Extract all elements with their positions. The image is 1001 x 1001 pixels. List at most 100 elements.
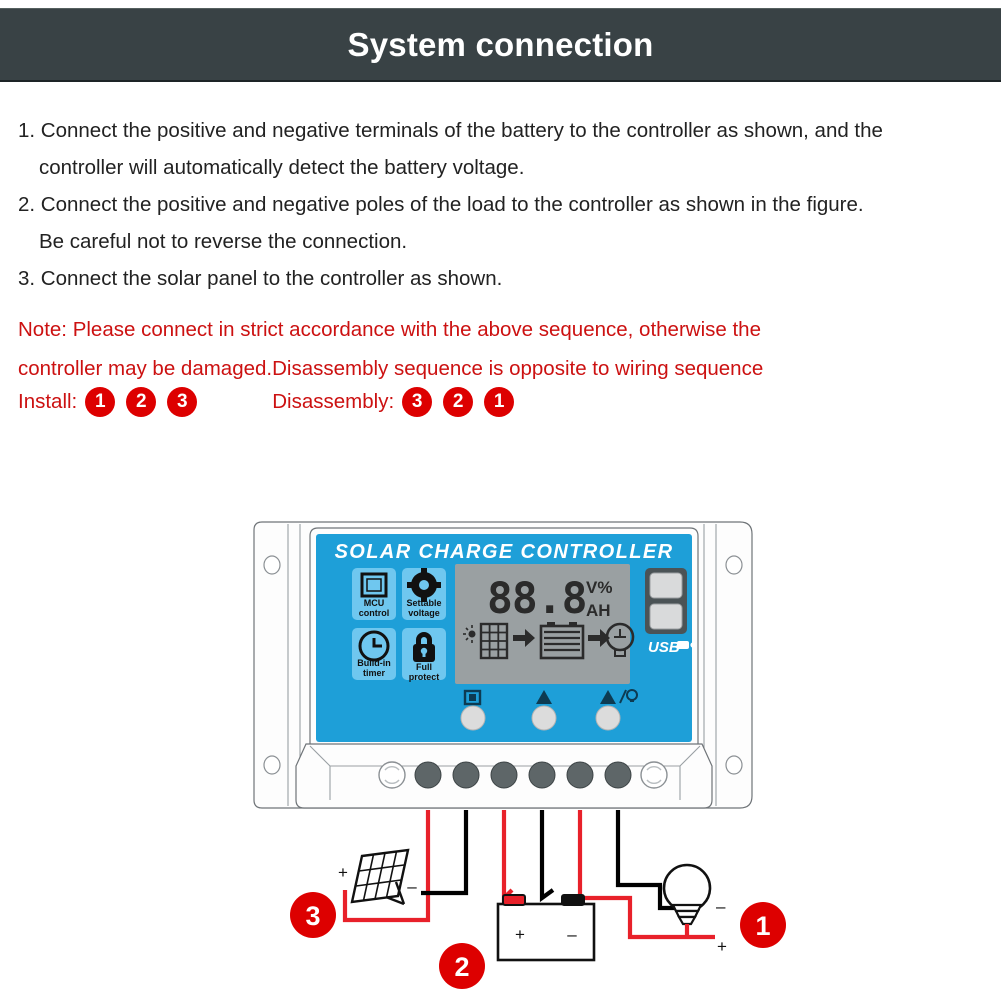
install-badge-2: 2 [126, 387, 157, 417]
feature-badge-mcu-control: MCU control [352, 568, 396, 620]
screw-hole-top-left [263, 555, 281, 575]
light-button-cap[interactable] [595, 705, 621, 731]
lcd-digits: 88.8 [487, 574, 587, 624]
instruction-line-4: Be careful not to reverse the connection… [39, 230, 408, 253]
gear-icon [407, 568, 441, 602]
note-line-2: controller may be damaged.Disassembly se… [18, 357, 764, 380]
sequence-row: Install: 1 2 3 Disassembly: 3 2 1 [18, 382, 525, 422]
terminal-4[interactable] [528, 761, 556, 789]
feature-badges: MCU control Settable voltage Bui [352, 568, 446, 682]
disassembly-badges: 3 2 1 [402, 387, 525, 417]
feature-label-timer-2: timer [363, 668, 386, 678]
disassembly-label: Disassembly: [272, 390, 395, 413]
wire-battery-positive [501, 810, 514, 904]
system-connection-diagram: .outline { fill:#fdfdfd; stroke:#6f7478;… [0, 500, 1001, 1001]
disassembly-badge-1: 3 [402, 387, 433, 417]
install-badge-1: 1 [85, 387, 116, 417]
terminal-3[interactable] [490, 761, 518, 789]
feature-label-voltage-2: voltage [408, 608, 440, 618]
battery-minus-sign: – [567, 925, 577, 944]
screw-hole-bottom-right [725, 755, 743, 775]
lcd-solar-panel-icon [463, 622, 509, 660]
feature-badge-full-protect: Full protect [402, 628, 446, 682]
feature-badge-buildin-timer: Build-in timer [352, 628, 396, 680]
feature-badge-settable-voltage: Settable voltage [402, 568, 446, 620]
chip-icon [360, 572, 388, 598]
lcd-bulb-icon [605, 622, 635, 657]
battery-positive-terminal [502, 894, 526, 906]
usb-port-1[interactable] [649, 572, 683, 599]
menu-button[interactable] [460, 689, 486, 731]
usb-label: USB [648, 639, 680, 656]
battery-negative-terminal [561, 894, 585, 906]
header-bar: System connection [0, 8, 1001, 82]
battery-plus-sign: + [515, 925, 525, 944]
triangle-icon [536, 690, 552, 704]
solar-plus-sign: + [338, 863, 348, 882]
svg-text:2: 2 [454, 952, 469, 982]
instruction-line-3: 2. Connect the positive and negative pol… [18, 193, 864, 216]
lock-icon [413, 632, 435, 662]
terminal-5[interactable] [566, 761, 594, 789]
install-label: Install: [18, 390, 78, 413]
light-button[interactable] [595, 689, 638, 731]
page-title: System connection [347, 25, 654, 63]
marker-battery-2: 2 [439, 943, 485, 989]
solar-minus-sign: – [407, 877, 417, 896]
terminal-block [378, 761, 668, 789]
usb-port-2[interactable] [649, 603, 683, 630]
diagram-markers: 3 2 1 [290, 892, 786, 989]
instruction-line-2: controller will automatically detect the… [39, 156, 525, 179]
square-icon [463, 689, 482, 706]
instruction-line-1: 1. Connect the positive and negative ter… [18, 119, 883, 142]
lcd-unit-bottom: AH [586, 601, 611, 620]
marker-solar-3: 3 [290, 892, 336, 938]
marker-load-1: 1 [740, 902, 786, 948]
menu-button-cap[interactable] [460, 705, 486, 731]
install-badge-3: 3 [167, 387, 198, 417]
feature-label-voltage-1: Settable [406, 598, 441, 608]
terminal-2[interactable] [452, 761, 480, 789]
note-line-1: Note: Please connect in strict accordanc… [18, 318, 761, 341]
lcd-arrow-right-icon-2 [588, 629, 610, 647]
terminal-1[interactable] [414, 761, 442, 789]
install-badges: 1 2 3 [85, 387, 208, 417]
instruction-line-5: 3. Connect the solar panel to the contro… [18, 267, 503, 290]
battery-illustration: + – [496, 894, 596, 962]
wire-solar-negative [421, 810, 469, 896]
feature-label-protect-2: protect [409, 672, 440, 682]
device-brand-text: SOLAR CHARGE CONTROLLER [335, 541, 674, 563]
lcd-arrow-right-icon-1 [513, 629, 535, 647]
disassembly-badge-3: 1 [484, 387, 515, 417]
feature-label-protect-1: Full [416, 662, 432, 672]
load-minus-sign: – [716, 897, 726, 916]
note-block: Note: Please connect in strict accordanc… [18, 310, 978, 388]
disassembly-badge-2: 2 [443, 387, 474, 417]
feature-label-mcu-2: control [359, 608, 390, 618]
lcd-battery-icon [539, 622, 585, 660]
screw-hole-top-right [725, 555, 743, 575]
clock-icon [358, 630, 390, 662]
screw-hole-bottom-left [263, 755, 281, 775]
usb-section: USB [645, 568, 696, 656]
load-plus-sign: + [717, 937, 727, 956]
terminal-6[interactable] [604, 761, 632, 789]
wire-load-positive [577, 810, 715, 940]
wire-battery-negative [539, 810, 555, 903]
usb-plug-icon [677, 641, 696, 649]
terminal-screw-right [640, 761, 668, 789]
up-button[interactable] [531, 690, 557, 731]
load-bulb-illustration: – + [662, 863, 727, 956]
up-button-cap[interactable] [531, 705, 557, 731]
solar-panel-illustration: + – [338, 848, 417, 906]
feature-label-timer-1: Build-in [357, 658, 391, 668]
feature-label-mcu-1: MCU [364, 598, 385, 608]
svg-text:1: 1 [755, 911, 770, 941]
triangle-light-icon [600, 689, 638, 704]
control-buttons [460, 689, 638, 731]
lcd-unit-top: V% [586, 578, 612, 597]
svg-text:3: 3 [305, 901, 320, 931]
terminal-screw-left [378, 761, 406, 789]
instructions-list: 1. Connect the positive and negative ter… [18, 112, 978, 297]
wire-solar-positive [342, 810, 431, 923]
